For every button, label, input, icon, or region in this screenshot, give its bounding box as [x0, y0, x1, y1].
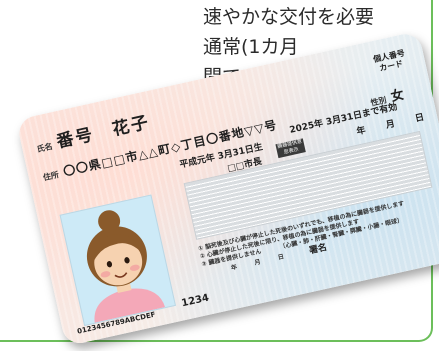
signature-label: 署名: [308, 242, 329, 257]
organ-donor-badge: 臓器提供意思表示: [275, 138, 306, 159]
portrait-photo: [59, 194, 177, 327]
pin-hint: 1234: [180, 292, 211, 310]
name-label: 氏名: [35, 141, 54, 155]
portrait-illustration: [86, 210, 166, 323]
article-line-2: 通常(1カ月: [203, 36, 299, 58]
article-line-1: 速やかな交付を必要: [203, 6, 375, 28]
my-number-card: 個人番号 カード 性別 女 氏名 番号 花子 住所 〇〇県□□市△△町◇丁目〇番…: [16, 30, 439, 347]
address-label: 住所: [42, 170, 60, 183]
card-type-label: 個人番号 カード: [372, 48, 406, 74]
